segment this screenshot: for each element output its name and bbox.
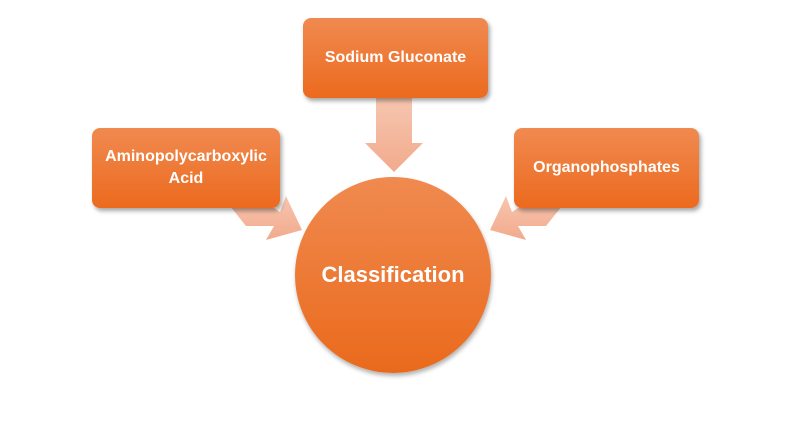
node-aminopolycarboxylic-acid: Aminopolycarboxylic Acid [92, 128, 280, 208]
node-label: Organophosphates [533, 159, 680, 176]
center-circle: Classification [295, 177, 491, 373]
center-label: Classification [321, 262, 465, 287]
node-sodium-gluconate: Sodium Gluconate [303, 18, 488, 98]
node-label: Sodium Gluconate [324, 49, 467, 66]
arrow-top [365, 98, 423, 172]
node-organophosphates: Organophosphates [514, 128, 699, 208]
node-label: Aminopolycarboxylic Acid [105, 148, 267, 187]
